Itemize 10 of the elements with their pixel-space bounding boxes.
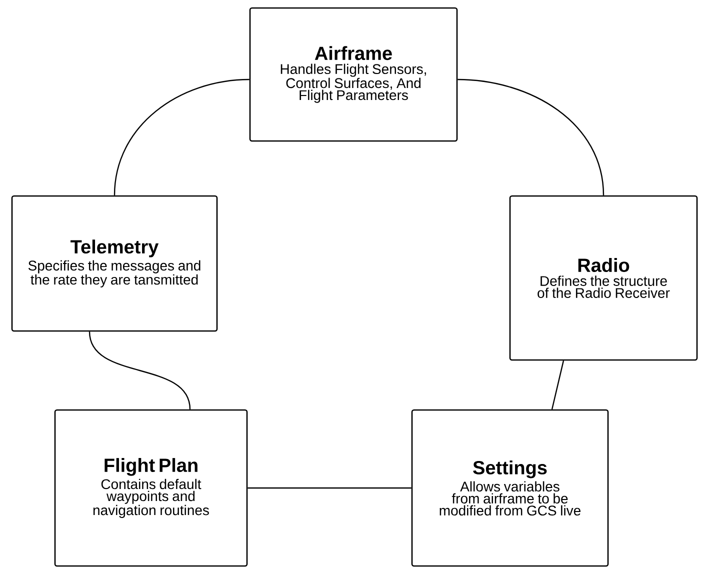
process-box: Airframe Handles Flight Sensors, Control Surfaces, And Flight Parameters [249,7,458,142]
process-box: Telemetry Specifies the messages and the rate they are tansmitted [11,195,218,332]
process-box: Radio Defines the structure of the Radio Receiver [509,195,698,361]
process-box: Flight Plan Contains default waypoints and navigation routines [54,409,248,567]
connector-line [248,487,412,489]
connector-line [114,78,250,196]
connector-line [88,332,191,410]
connector-line [551,360,564,410]
connector-line [458,78,604,196]
process-box: Settings Allows variables from airframe to be modified from GCS live [411,409,609,567]
